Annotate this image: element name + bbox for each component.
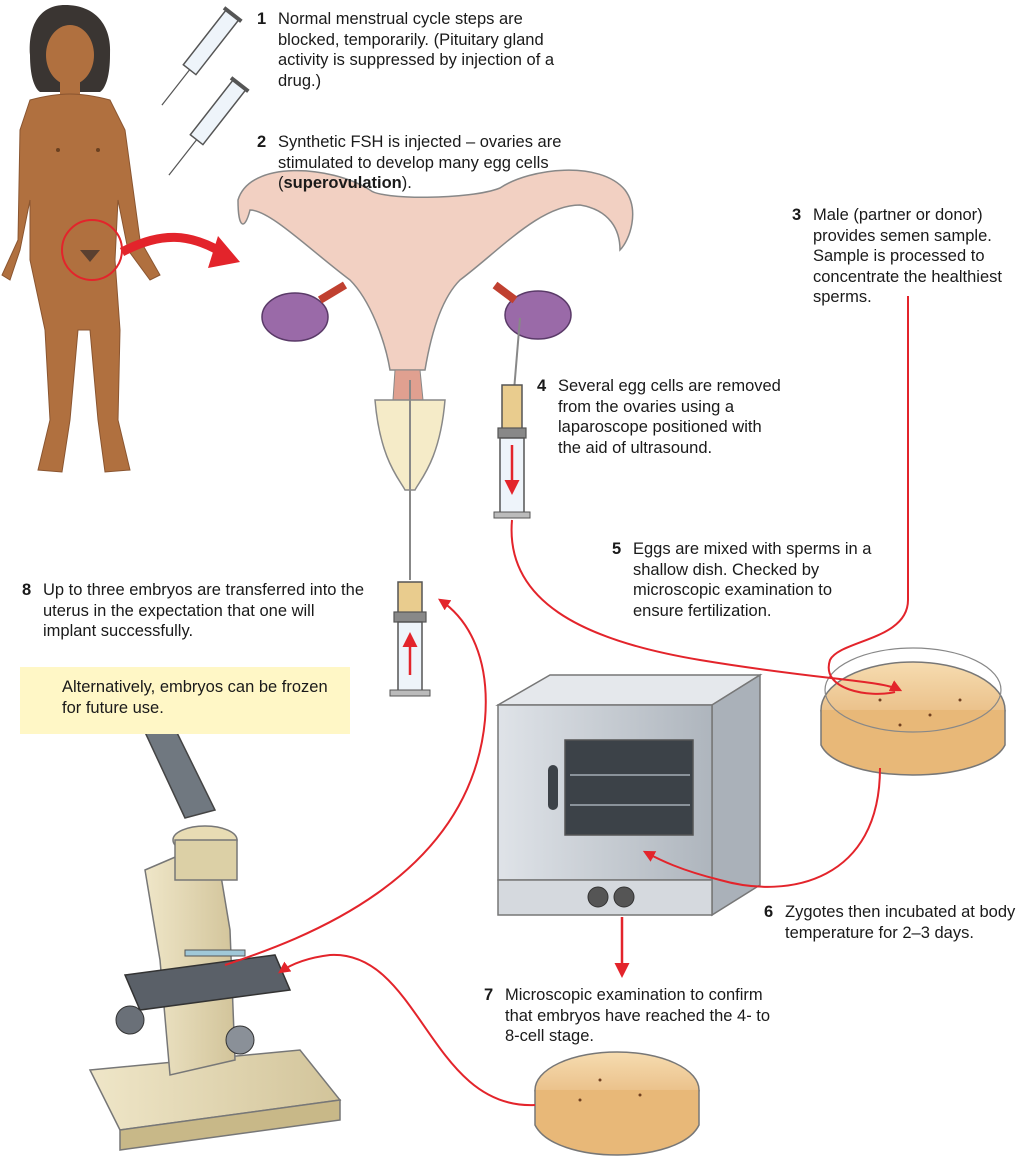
step-6-text: Zygotes then incubated at body temperatu… — [764, 902, 1024, 943]
step-6-number: 6 — [764, 902, 773, 923]
step-7: 7 Microscopic examination to confirm tha… — [484, 985, 779, 1047]
step-2-number: 2 — [257, 132, 266, 153]
step-4-text: Several egg cells are removed from the o… — [537, 376, 787, 458]
woman-figure — [2, 5, 160, 472]
step-5-number: 5 — [612, 539, 621, 560]
step-7-text: Microscopic examination to confirm that … — [484, 985, 779, 1047]
step-1: 1 Normal menstrual cycle steps are block… — [257, 9, 557, 91]
embryo-transfer-syringe — [390, 582, 430, 696]
step-1-text: Normal menstrual cycle steps are blocked… — [257, 9, 557, 91]
step-8-text: Up to three embryos are transferred into… — [22, 580, 364, 642]
step-1-number: 1 — [257, 9, 266, 30]
alternative-note: Alternatively, embryos can be frozen for… — [20, 667, 350, 734]
step-2-text-after: ). — [402, 174, 412, 192]
arrow-microscope-to-syringe — [225, 600, 486, 965]
fsh-syringe-2 — [160, 76, 249, 182]
microscope — [90, 675, 340, 1150]
step-3-number: 3 — [792, 205, 801, 226]
incubator — [498, 675, 760, 915]
step-6: 6 Zygotes then incubated at body tempera… — [764, 902, 1024, 943]
step-3-text: Male (partner or donor) provides semen s… — [792, 205, 1022, 308]
step-4: 4 Several egg cells are removed from the… — [537, 376, 787, 458]
step-3: 3 Male (partner or donor) provides semen… — [792, 205, 1022, 308]
step-5: 5 Eggs are mixed with sperms in a shallo… — [612, 539, 877, 621]
arrow-semen-to-dish — [829, 296, 908, 694]
step-8-number: 8 — [22, 580, 31, 601]
fertilization-dish — [821, 648, 1005, 775]
step-5-text: Eggs are mixed with sperms in a shallow … — [612, 539, 877, 621]
step-2: 2 Synthetic FSH is injected – ovaries ar… — [257, 132, 582, 194]
step-8: 8 Up to three embryos are transferred in… — [22, 580, 364, 642]
step-2-term-superovulation: superovulation — [284, 174, 402, 192]
step-2-text: Synthetic FSH is injected – ovaries are … — [257, 132, 582, 194]
step-4-number: 4 — [537, 376, 546, 397]
egg-collection-syringe — [494, 385, 530, 518]
alternative-note-text: Alternatively, embryos can be frozen for… — [62, 678, 328, 717]
step-7-number: 7 — [484, 985, 493, 1006]
embryo-dish — [535, 1052, 699, 1155]
